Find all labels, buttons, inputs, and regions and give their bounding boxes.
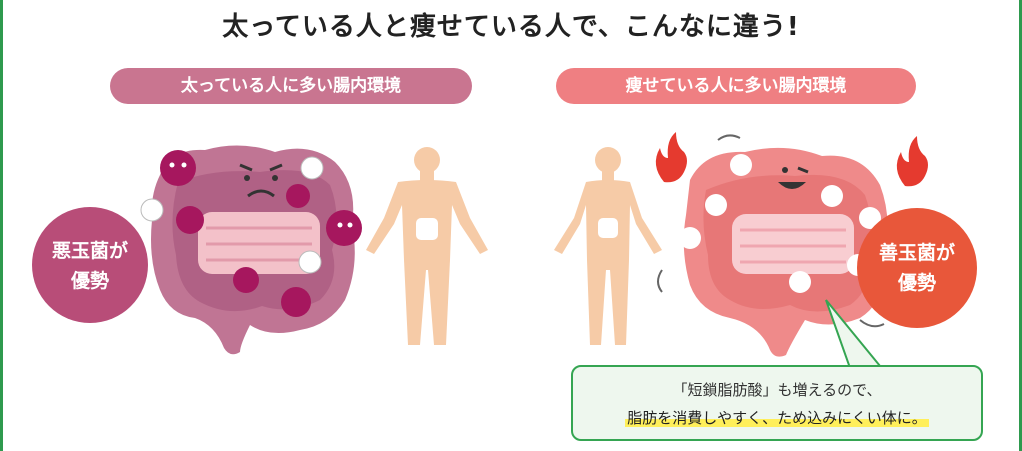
- right-badge: [857, 208, 977, 328]
- left-badge-text: 悪玉菌が 優勢: [34, 236, 146, 296]
- left-human-figure: [366, 147, 488, 345]
- right-badge-line1: 善玉菌が: [878, 242, 955, 264]
- left-badge-line2: 優勢: [70, 270, 109, 292]
- left-panel-label: 太っている人に多い腸内環境: [110, 68, 472, 104]
- sad-face-icon: [239, 163, 283, 198]
- small-face-icon: [140, 156, 324, 274]
- right-intestine-illustration: [657, 134, 888, 357]
- bad-bacteria-icon: [160, 150, 362, 317]
- right-badge-line2: 優勢: [897, 272, 936, 294]
- right-badge-text: 善玉菌が 優勢: [861, 238, 973, 298]
- flame-icon: [655, 132, 928, 187]
- left-badge-line1: 悪玉菌が: [51, 240, 128, 262]
- callout-line1: 「短鎖脂肪酸」も増えるので、: [672, 381, 882, 399]
- callout-line2: 脂肪を消費しやすく、ため込みにくい体に。: [573, 407, 981, 428]
- page-title: 太っている人と痩せている人で、こんなに違う!: [222, 12, 800, 42]
- right-human-figure: [554, 147, 662, 345]
- callout-line2-text: 脂肪を消費しやすく、ため込みにくい体に。: [625, 409, 929, 427]
- callout-box: 「短鎖脂肪酸」も増えるので、 脂肪を消費しやすく、ため込みにくい体に。: [571, 365, 983, 441]
- happy-face-icon: [778, 166, 809, 189]
- motion-lines: [657, 134, 885, 328]
- left-badge: [32, 207, 148, 323]
- right-panel-label: 痩せている人に多い腸内環境: [556, 68, 916, 104]
- left-intestine-illustration: [140, 145, 362, 355]
